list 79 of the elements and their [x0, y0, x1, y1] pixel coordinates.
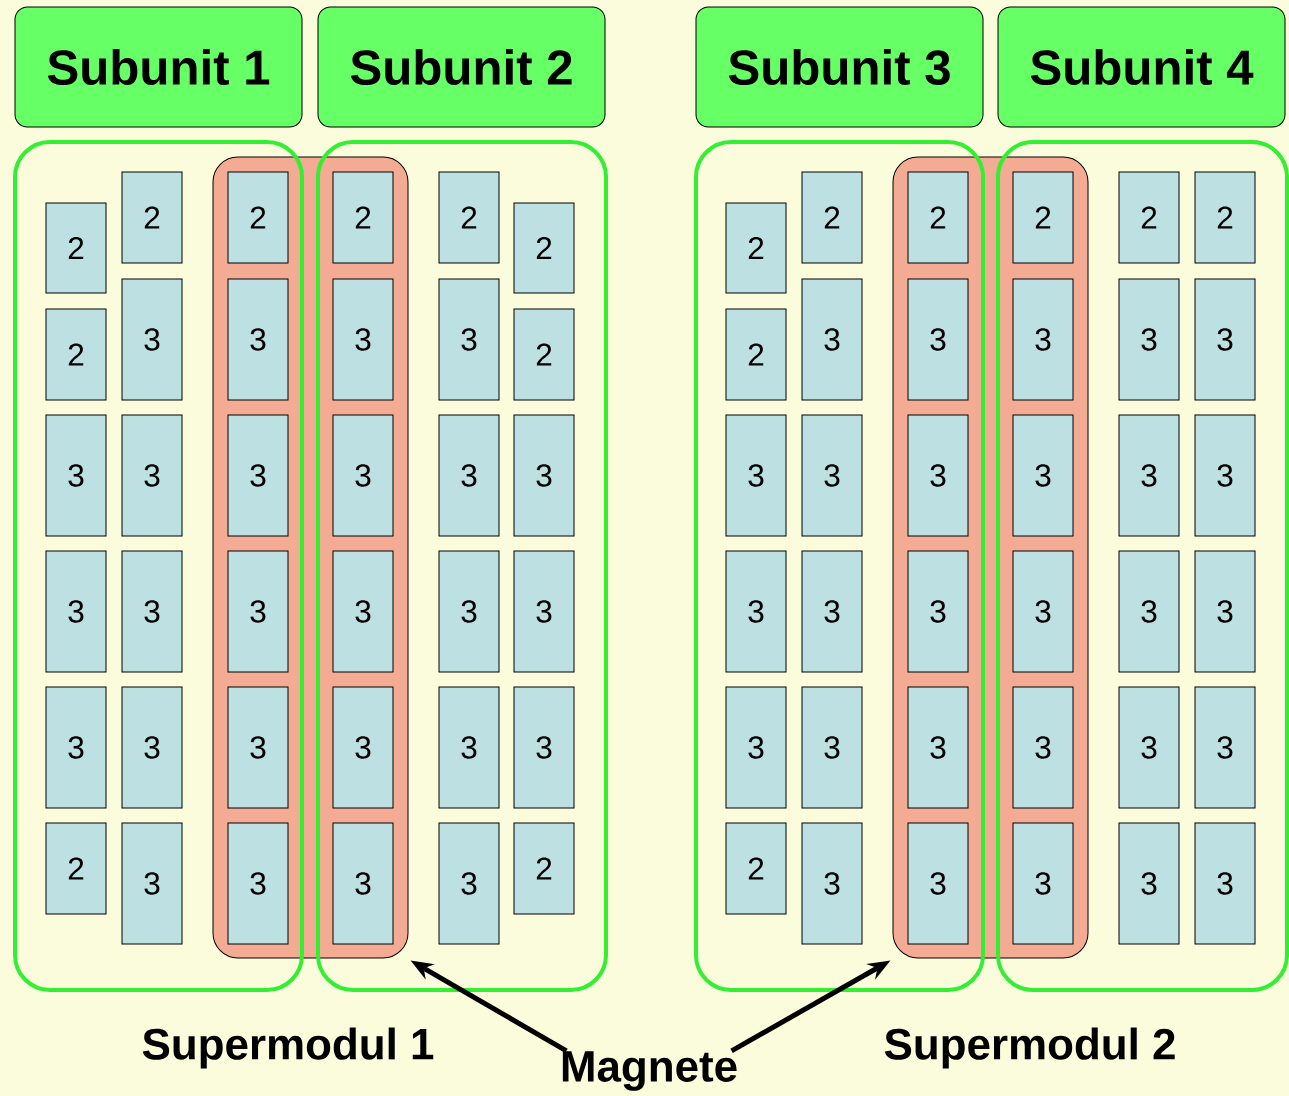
module-box: 3 [1194, 686, 1256, 809]
module-box: 3 [513, 686, 575, 809]
module-box: 3 [725, 550, 787, 673]
module-box: 3 [332, 278, 394, 401]
module-box: 2 [121, 171, 183, 264]
subunit-box: Subunit 2 [317, 6, 606, 128]
module-box: 3 [1194, 414, 1256, 537]
module-box: 3 [725, 686, 787, 809]
magnet-label: Magnete [562, 1051, 737, 1091]
module-box: 3 [227, 686, 289, 809]
supermodule-label: Supermodul 1 [142, 1027, 434, 1069]
module-box: 3 [907, 686, 969, 809]
module-box: 3 [907, 414, 969, 537]
module-box: 3 [907, 550, 969, 673]
module-box: 3 [227, 278, 289, 401]
module-box: 2 [45, 308, 107, 401]
module-box: 3 [1118, 686, 1180, 809]
module-box: 3 [438, 414, 500, 537]
module-box: 3 [513, 550, 575, 673]
module-box: 3 [1194, 822, 1256, 945]
module-box: 3 [1118, 822, 1180, 945]
module-box: 3 [332, 686, 394, 809]
module-box: 2 [725, 822, 787, 915]
module-box: 3 [438, 278, 500, 401]
subunit-box: Subunit 3 [695, 6, 984, 128]
module-box: 3 [438, 686, 500, 809]
module-box: 3 [121, 550, 183, 673]
supermodule-label: Supermodul 2 [884, 1027, 1175, 1069]
module-box: 2 [438, 171, 500, 264]
module-box: 2 [513, 202, 575, 294]
module-box: 2 [45, 202, 107, 294]
module-box: 3 [438, 550, 500, 673]
module-box: 2 [1012, 171, 1074, 264]
module-box: 3 [1012, 822, 1074, 945]
module-box: 2 [1194, 171, 1256, 264]
module-box: 3 [801, 414, 863, 537]
module-box: 3 [907, 822, 969, 945]
module-box: 3 [45, 686, 107, 809]
module-box: 3 [907, 278, 969, 401]
module-box: 3 [227, 550, 289, 673]
module-box: 2 [725, 202, 787, 294]
module-box: 3 [513, 414, 575, 537]
module-box: 2 [45, 822, 107, 915]
module-box: 3 [1118, 550, 1180, 673]
module-box: 3 [332, 822, 394, 945]
module-box: 3 [725, 414, 787, 537]
module-box: 3 [1194, 278, 1256, 401]
module-box: 3 [121, 822, 183, 945]
module-box: 3 [332, 414, 394, 537]
module-box: 2 [725, 308, 787, 401]
module-box: 3 [438, 822, 500, 945]
module-box: 3 [801, 550, 863, 673]
module-box: 3 [1012, 550, 1074, 673]
module-box: 2 [227, 171, 289, 264]
module-box: 2 [513, 308, 575, 401]
module-box: 3 [121, 278, 183, 401]
module-box: 3 [121, 686, 183, 809]
module-box: 2 [801, 171, 863, 264]
module-box: 3 [332, 550, 394, 673]
module-box: 3 [1194, 550, 1256, 673]
module-box: 2 [1118, 171, 1180, 264]
module-box: 2 [907, 171, 969, 264]
module-box: 3 [45, 550, 107, 673]
subunit-box: Subunit 1 [14, 6, 303, 128]
module-box: 3 [227, 822, 289, 945]
subunit-box: Subunit 4 [997, 6, 1286, 128]
module-box: 3 [801, 278, 863, 401]
module-box: 3 [227, 414, 289, 537]
module-box: 3 [1118, 278, 1180, 401]
module-box: 3 [1012, 278, 1074, 401]
module-box: 3 [45, 414, 107, 537]
module-box: 3 [1012, 686, 1074, 809]
module-box: 3 [121, 414, 183, 537]
module-box: 3 [801, 686, 863, 809]
module-box: 3 [801, 822, 863, 945]
module-box: 3 [1118, 414, 1180, 537]
module-box: 2 [332, 171, 394, 264]
module-box: 3 [1012, 414, 1074, 537]
module-box: 2 [513, 822, 575, 915]
